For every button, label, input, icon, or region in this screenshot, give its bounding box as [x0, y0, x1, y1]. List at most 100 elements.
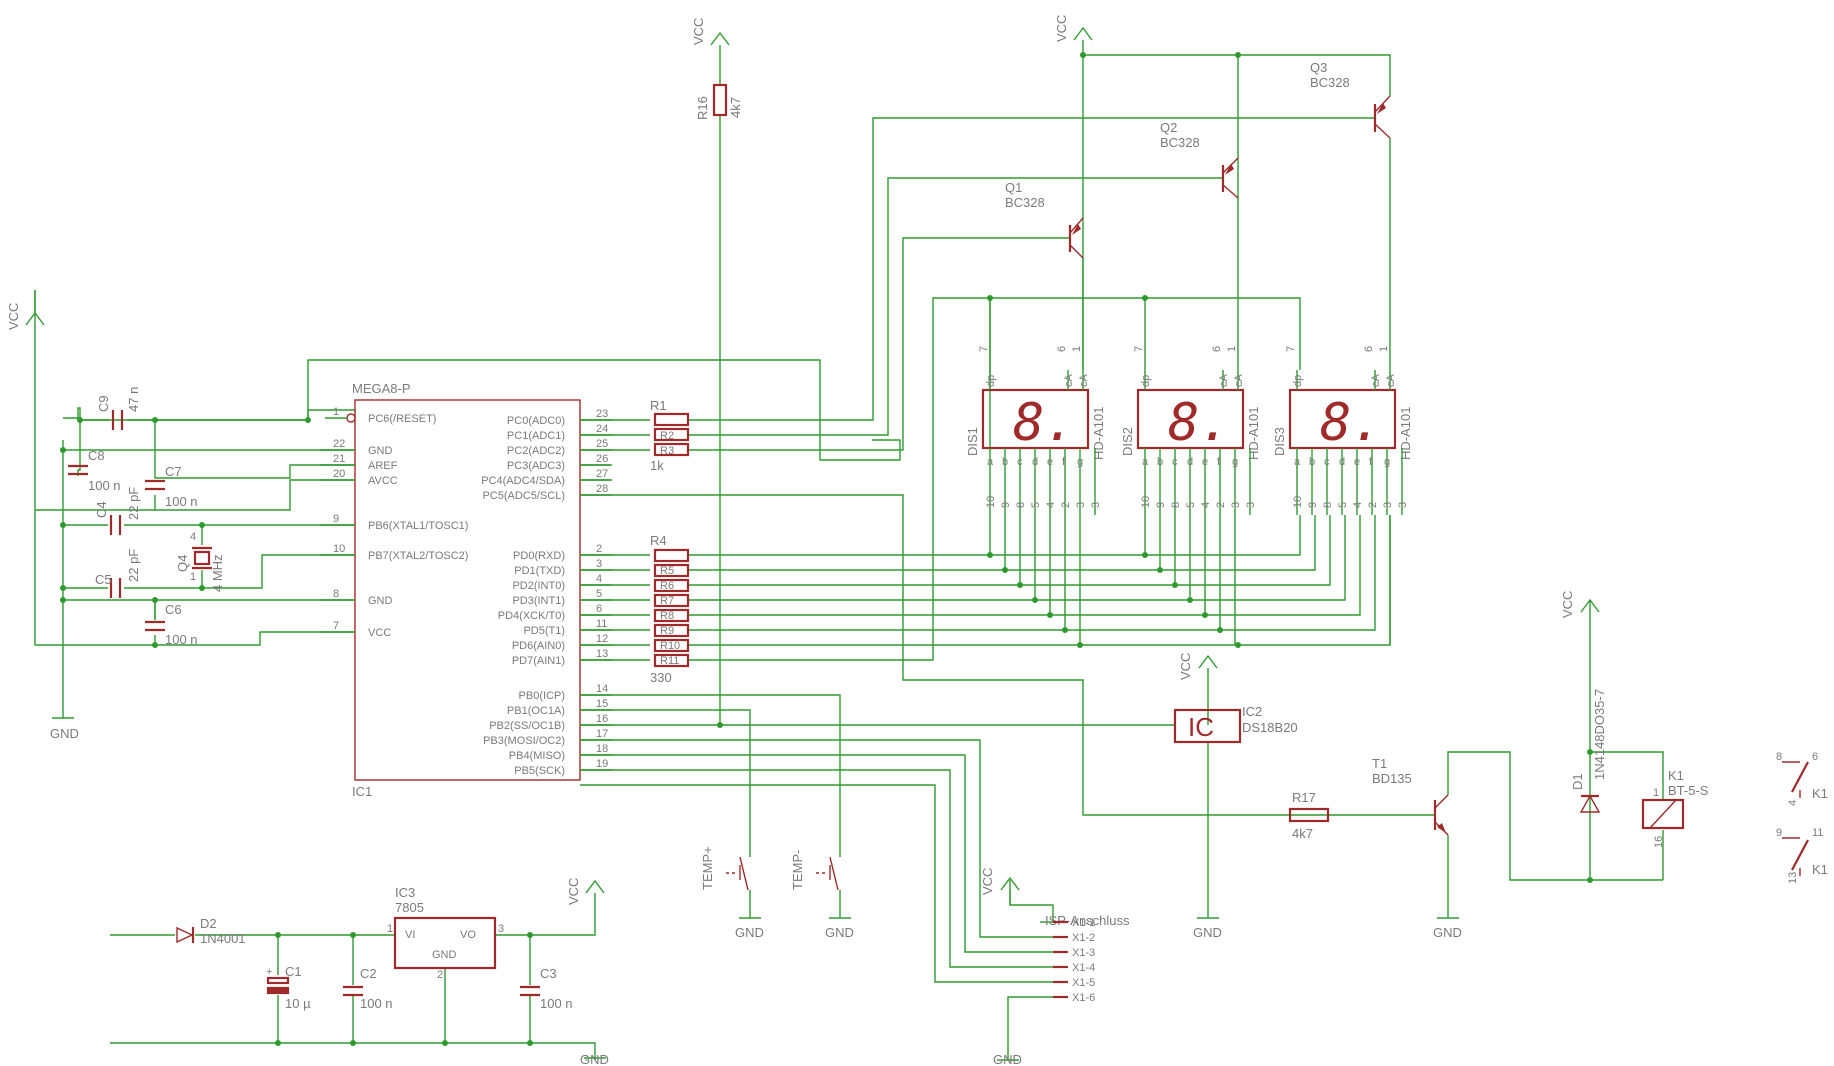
gnd-label: GND — [1433, 925, 1462, 940]
svg-text:22 pF: 22 pF — [126, 487, 141, 520]
top-pin-label: dp — [1292, 375, 1304, 387]
pin-name: PB2(SS/OC1B) — [489, 720, 565, 732]
bottom-pin-number: 5 — [1030, 502, 1042, 508]
bottom-pin-number: 10 — [1140, 496, 1152, 508]
bottom-pin-number: 3 — [1397, 502, 1409, 508]
gnd-symbol-ic2: GND — [1193, 917, 1222, 940]
digit-glyph: 8. — [1320, 393, 1383, 453]
bottom-pin-number: 3 — [1230, 502, 1242, 508]
svg-text:+: + — [266, 966, 272, 978]
svg-text:BC328: BC328 — [1005, 195, 1045, 210]
display-name: DIS1 — [965, 427, 980, 456]
resistor-r17: R17 4k7 — [1288, 790, 1330, 841]
pin-number: 10 — [333, 543, 345, 555]
bottom-pin-number: 8 — [1170, 502, 1182, 508]
isp-pin-label: X1-4 — [1072, 962, 1095, 974]
bottom-pin-number: 10 — [1292, 496, 1304, 508]
capacitor-c4: C4 22 pF — [94, 487, 141, 535]
resistor-label: R5 — [660, 565, 674, 577]
relay-contact-1: 8 6 4 K1 — [1776, 751, 1828, 806]
svg-text:11: 11 — [1812, 827, 1823, 839]
top-pin-number: 6 — [1211, 346, 1223, 352]
isp-pin: X1-6 — [1053, 992, 1095, 1004]
svg-text:3: 3 — [498, 923, 504, 935]
svg-text:13: 13 — [1787, 872, 1799, 884]
segment-label: a — [987, 456, 994, 468]
junctions — [60, 52, 1593, 1046]
vcc-label: VCC — [1054, 15, 1069, 42]
pin-name: PD0(RXD) — [513, 550, 565, 562]
pin-name: PD4(XCK/T0) — [498, 610, 565, 622]
pin-name: PD6(AIN0) — [512, 640, 565, 652]
svg-text:C7: C7 — [165, 464, 182, 479]
vcc-label: VCC — [1178, 653, 1193, 680]
capacitor-c5: C5 22 pF — [95, 549, 141, 598]
svg-text:47 n: 47 n — [126, 387, 141, 412]
crystal-q4: Q4 4 MHz 4 1 — [175, 531, 225, 592]
svg-text:4: 4 — [190, 531, 196, 543]
bottom-pin-number: 9 — [1155, 502, 1167, 508]
svg-text:VO: VO — [460, 929, 476, 941]
segment-label: d — [1187, 456, 1193, 468]
gnd-label: GND — [825, 925, 854, 940]
top-pin-number: 6 — [1363, 346, 1375, 352]
display-name: DIS3 — [1272, 427, 1287, 456]
svg-text:VI: VI — [405, 929, 415, 941]
svg-text:BC328: BC328 — [1160, 135, 1200, 150]
svg-text:D1: D1 — [1570, 773, 1585, 790]
segment-label: f — [1217, 456, 1221, 468]
top-pin-number: 7 — [1285, 346, 1297, 352]
svg-text:6: 6 — [1812, 751, 1818, 763]
pin-name: PB7(XTAL2/TOSC2) — [368, 550, 468, 562]
pin-name: VCC — [368, 627, 391, 639]
segment-label: d — [1032, 456, 1038, 468]
vcc-symbol-regulator: VCC — [566, 878, 605, 905]
pin-name: GND — [368, 445, 393, 457]
capacitor-c2: C2 100 n — [343, 966, 393, 1011]
capacitor-c3: C3 100 n — [520, 966, 573, 1011]
resistor-element — [653, 593, 690, 608]
display-value: HD-A101 — [1246, 407, 1261, 460]
svg-text:1N4148DO35-7: 1N4148DO35-7 — [1592, 689, 1607, 780]
svg-text:BT-5-S: BT-5-S — [1668, 783, 1709, 798]
svg-text:K1: K1 — [1812, 862, 1828, 877]
pin-name: PB1(OC1A) — [507, 705, 565, 717]
top-pin-number: 1 — [1071, 346, 1083, 352]
svg-text:9: 9 — [1776, 827, 1782, 839]
bottom-pin-number: 2 — [1060, 502, 1072, 508]
pin-name: PC2(ADC2) — [507, 445, 565, 457]
pin-number: 2 — [596, 543, 602, 555]
svg-text:1: 1 — [387, 923, 393, 935]
bottom-pin-number: 5 — [1337, 502, 1349, 508]
svg-text:IC: IC — [1188, 712, 1214, 742]
pin-number: 26 — [596, 453, 608, 465]
pin-number: 19 — [596, 758, 608, 770]
pin-name: PD3(INT1) — [512, 595, 565, 607]
svg-text:2: 2 — [437, 969, 443, 981]
resistor-label: R10 — [660, 640, 680, 652]
bottom-pin-number: 2 — [1367, 502, 1379, 508]
vcc-label: VCC — [1560, 591, 1575, 618]
svg-text:R1: R1 — [650, 398, 667, 413]
gnd-symbol-temp-up: GND — [735, 917, 764, 940]
vcc-symbol-r16: VCC — [691, 18, 730, 46]
isp-pin: X1-5 — [1053, 977, 1095, 989]
svg-text:R16: R16 — [695, 96, 710, 120]
bottom-pin-number: 3 — [1090, 502, 1102, 508]
segment-label: g — [1232, 456, 1238, 468]
segment-label: f — [1062, 456, 1066, 468]
resistor-label: R11 — [660, 655, 679, 667]
svg-text:TEMP+: TEMP+ — [700, 846, 715, 890]
vcc-symbol-anodes: VCC — [1054, 15, 1093, 42]
bottom-pin-number: 10 — [985, 496, 997, 508]
